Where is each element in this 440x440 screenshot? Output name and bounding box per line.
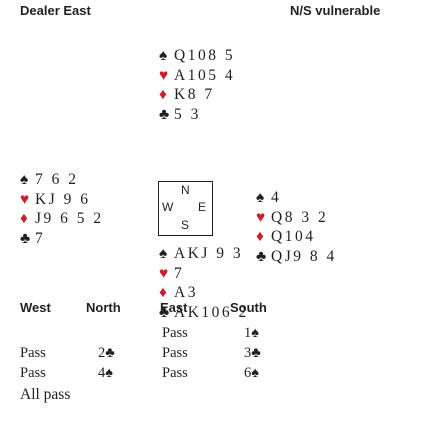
west-hand: ♠ 7 6 2 ♥ KJ 9 6 ♦ J9 6 5 2 ♣7 xyxy=(20,170,104,248)
club-icon: ♣ xyxy=(20,229,31,247)
west-clubs-row: ♣7 xyxy=(20,229,104,249)
east-clubs: QJ9 8 4 xyxy=(271,247,337,265)
north-hand: ♠ Q108 5 ♥ A105 4 ♦ K8 7 ♣5 3 xyxy=(159,46,235,124)
south-diamonds-row: ♦ A3 xyxy=(159,283,249,303)
compass-east: E xyxy=(198,200,207,214)
auction-header-east: East xyxy=(160,300,188,315)
diamond-icon: ♦ xyxy=(20,210,28,227)
north-diamonds-row: ♦ K8 7 xyxy=(159,85,235,105)
auction-header-north: North xyxy=(86,300,121,315)
west-diamonds: J9 6 5 2 xyxy=(35,210,104,227)
spade-icon: ♠ xyxy=(159,245,168,262)
south-spades-row: ♠ AKJ 9 3 xyxy=(159,244,249,264)
spade-icon: ♠ xyxy=(256,189,265,206)
auction-closing: All pass xyxy=(20,386,71,403)
diamond-icon: ♦ xyxy=(159,86,167,103)
club-icon: ♣ xyxy=(159,105,170,123)
auction-cell: Pass xyxy=(20,365,46,381)
north-hearts-row: ♥ A105 4 xyxy=(159,66,235,86)
vulnerability-label: N/S vulnerable xyxy=(290,3,381,18)
compass-box: N W E S xyxy=(158,181,213,236)
compass-north: N xyxy=(181,183,190,197)
auction-cell: Pass xyxy=(20,345,46,361)
south-clubs-row: ♣AK106 2 xyxy=(159,303,249,323)
south-hearts-row: ♥7 xyxy=(159,264,249,284)
east-hearts: Q8 3 2 xyxy=(271,208,329,226)
north-clubs: 5 3 xyxy=(174,105,201,123)
north-clubs-row: ♣5 3 xyxy=(159,105,235,125)
auction-cell: 1♠ xyxy=(244,325,259,341)
auction-cell: 3♣ xyxy=(244,345,261,361)
auction-header-west: West xyxy=(20,300,51,315)
auction-cell: 4♠ xyxy=(98,365,113,381)
heart-icon: ♥ xyxy=(159,66,169,84)
south-hearts: 7 xyxy=(174,264,185,282)
east-diamonds-row: ♦ Q104 xyxy=(256,227,337,247)
south-hand: ♠AKJ 9 3 ♥7 ♦A3 ♣AK106 2 xyxy=(159,244,249,322)
east-clubs-row: ♣QJ9 8 4 xyxy=(256,247,337,267)
east-hearts-row: ♥ Q8 3 2 xyxy=(256,208,337,228)
north-spades: Q108 5 xyxy=(174,47,236,64)
west-diamonds-row: ♦ J9 6 5 2 xyxy=(20,209,104,229)
east-hand: ♠4 ♥Q8 3 2 ♦Q104 ♣QJ9 8 4 xyxy=(256,188,337,266)
west-spades: 7 6 2 xyxy=(35,171,79,188)
west-clubs: 7 xyxy=(35,229,46,247)
compass-south: S xyxy=(181,218,190,232)
east-spades-row: ♠4 xyxy=(256,188,337,208)
spade-icon: ♠ xyxy=(20,171,29,188)
south-clubs: AK106 2 xyxy=(174,303,249,321)
club-icon: ♣ xyxy=(159,303,170,321)
west-hearts: KJ 9 6 xyxy=(35,190,91,208)
south-diamonds: A3 xyxy=(174,284,198,301)
auction-cell: Pass xyxy=(162,345,188,361)
north-spades-row: ♠ Q108 5 xyxy=(159,46,235,66)
spade-icon: ♠ xyxy=(159,47,168,64)
south-spades: AKJ 9 3 xyxy=(174,245,244,262)
heart-icon: ♥ xyxy=(20,190,30,208)
east-diamonds: Q104 xyxy=(271,228,316,245)
east-spades: 4 xyxy=(271,189,282,206)
auction-cell: Pass xyxy=(162,365,188,381)
north-diamonds: K8 7 xyxy=(174,86,215,103)
dealer-label: Dealer East xyxy=(20,3,91,18)
auction-header-south: South xyxy=(230,300,267,315)
auction-cell: 6♠ xyxy=(244,365,259,381)
heart-icon: ♥ xyxy=(256,208,266,226)
west-spades-row: ♠ 7 6 2 xyxy=(20,170,104,190)
north-hearts: A105 4 xyxy=(174,66,236,84)
club-icon: ♣ xyxy=(256,247,267,265)
auction-cell: 2♣ xyxy=(98,345,115,361)
diamond-icon: ♦ xyxy=(256,228,264,245)
heart-icon: ♥ xyxy=(159,264,169,282)
compass-west: W xyxy=(162,200,174,214)
diamond-icon: ♦ xyxy=(159,284,167,301)
west-hearts-row: ♥ KJ 9 6 xyxy=(20,190,104,210)
auction-cell: Pass xyxy=(162,325,188,341)
